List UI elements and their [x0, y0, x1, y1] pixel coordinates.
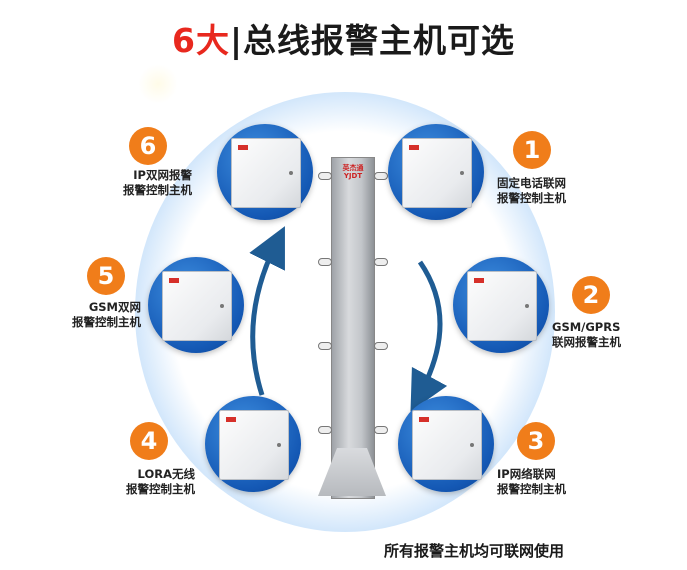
alarm-box-image [219, 410, 289, 480]
alarm-host-node-2 [453, 257, 549, 353]
alarm-host-node-5 [148, 257, 244, 353]
alarm-host-node-4 [205, 396, 301, 492]
item-number-4: 4 [130, 422, 168, 460]
pole-hook [374, 172, 388, 180]
decorative-glow [138, 64, 178, 104]
item-label-6: IP双网报警报警控制主机 [123, 168, 192, 197]
item-label-5: GSM双网报警控制主机 [72, 300, 141, 329]
alarm-box-image [402, 138, 472, 208]
page-title: 6大|总线报警主机可选 [0, 14, 687, 62]
item-number-1: 1 [513, 131, 551, 169]
item-number-6: 6 [129, 127, 167, 165]
title-highlight: 6大 [171, 21, 230, 60]
pole-hook [318, 426, 332, 434]
item-number-2: 2 [572, 276, 610, 314]
item-number-5: 5 [87, 257, 125, 295]
pole-hook [374, 342, 388, 350]
alarm-box-image [412, 410, 482, 480]
title-text: |总线报警主机可选 [229, 21, 516, 60]
alarm-box-image [162, 271, 232, 341]
pole-hook [318, 172, 332, 180]
item-label-1: 固定电话联网报警控制主机 [497, 176, 566, 205]
alarm-host-node-6 [217, 124, 313, 220]
alarm-host-node-1 [388, 124, 484, 220]
pole-hook [318, 342, 332, 350]
alarm-host-node-3 [398, 396, 494, 492]
item-label-4: LORA无线报警控制主机 [126, 467, 195, 496]
alarm-box-image [231, 138, 301, 208]
footer-note: 所有报警主机均可联网使用 [384, 542, 565, 560]
pole-hook [374, 258, 388, 266]
pole-hook [318, 258, 332, 266]
arrow-up-left-icon [249, 226, 285, 396]
item-number-3: 3 [517, 422, 555, 460]
pole-hook [374, 426, 388, 434]
arrow-down-right-icon [410, 260, 448, 412]
alarm-box-image [467, 271, 537, 341]
item-label-3: IP网络联网报警控制主机 [497, 467, 566, 496]
